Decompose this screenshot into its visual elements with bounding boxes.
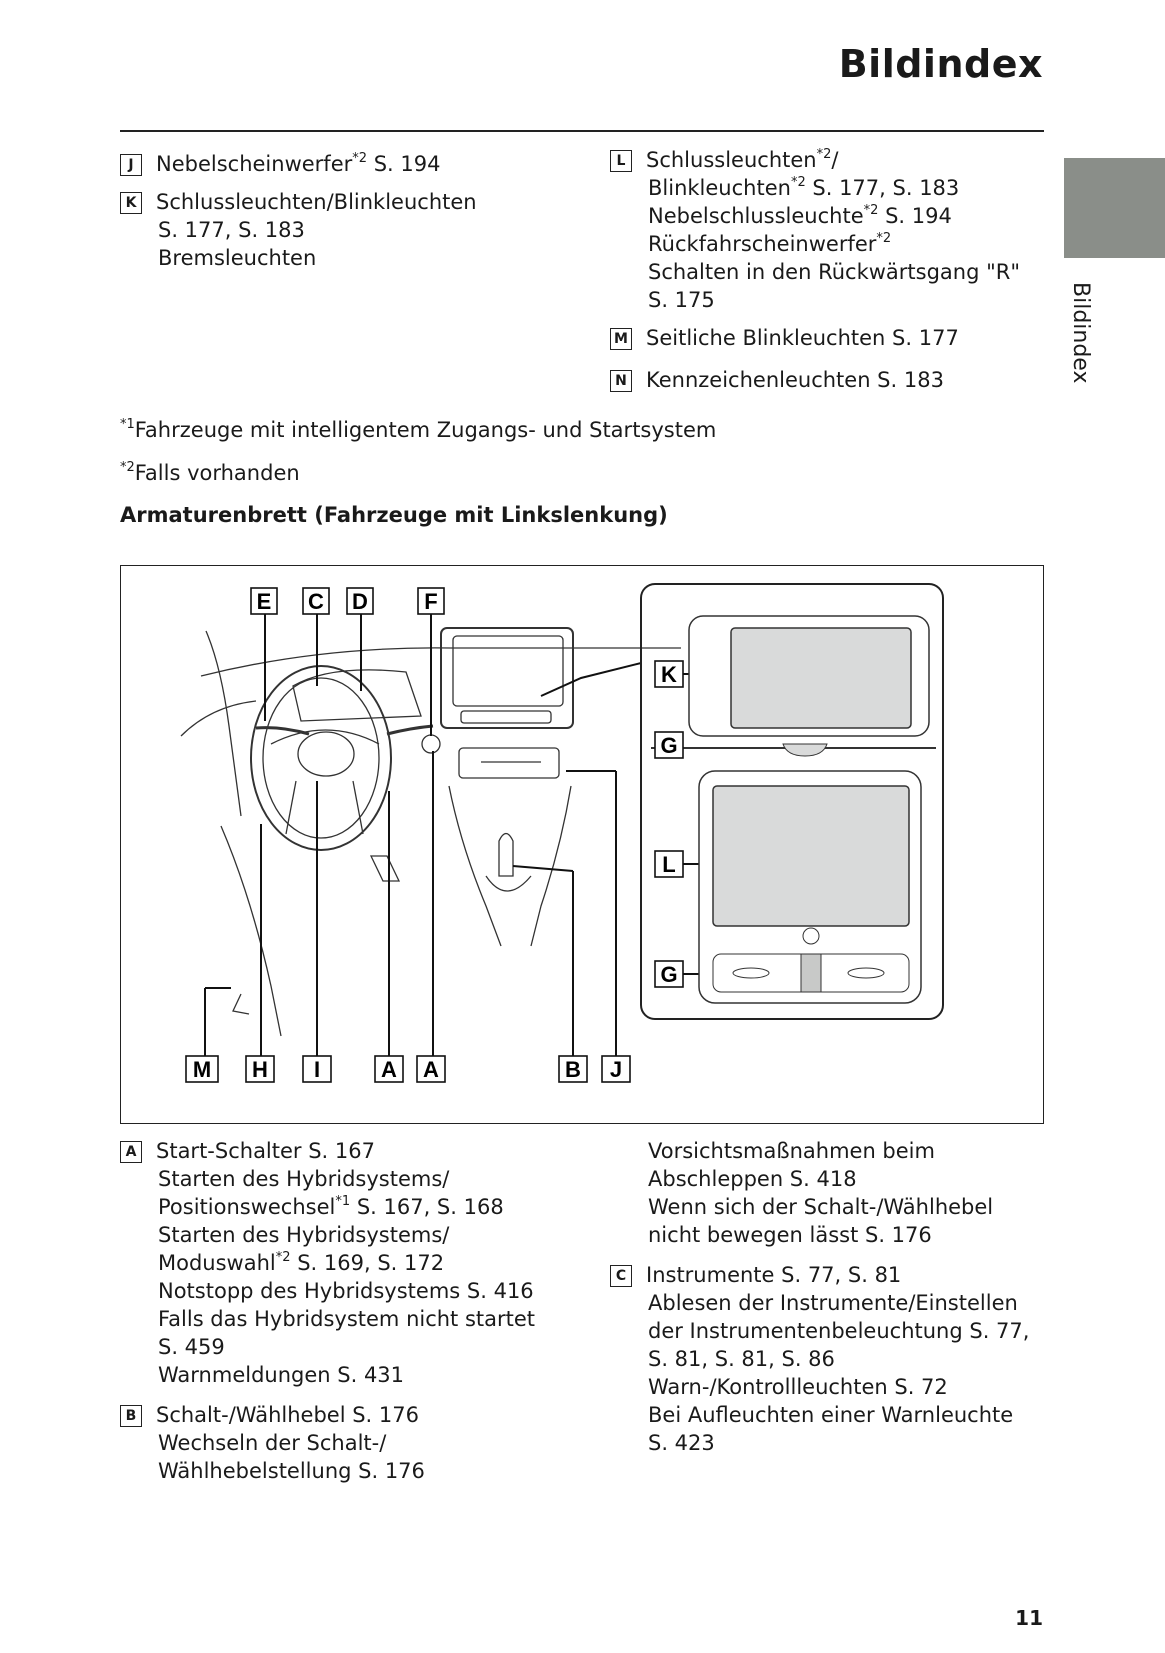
entry-line: Starten des Hybridsystems/ — [158, 1223, 450, 1247]
svg-text:G: G — [660, 962, 677, 987]
entry-M: M Seitliche Blinkleuchten S. 177 — [610, 324, 1050, 352]
svg-text:K: K — [661, 662, 677, 687]
entry-C: C Instrumente S. 77, S. 81 Ablesen der I… — [610, 1261, 1050, 1457]
entry-key: L — [610, 150, 632, 172]
entry-key: K — [120, 192, 142, 214]
svg-text:F: F — [424, 589, 437, 614]
entry-line: Blinkleuchten*2 S. 177, S. 183 — [648, 175, 960, 200]
label-box-D: D — [346, 587, 374, 615]
label-box-E: E — [250, 587, 278, 615]
dashboard-illustration: E C D F M H I A A B J K G L G — [180, 583, 944, 1083]
svg-text:D: D — [352, 589, 368, 614]
label-box-H: H — [245, 1055, 275, 1083]
top-right-entries: L Schlussleuchten*2/ Blinkleuchten*2 S. … — [610, 146, 1050, 394]
svg-text:G: G — [660, 733, 677, 758]
entry-line: S. 423 — [648, 1431, 715, 1455]
entry-line: Falls das Hybridsystem nicht startet — [158, 1307, 536, 1331]
entry-line: Kennzeichenleuchten S. 183 — [646, 368, 944, 392]
top-left-entries: J Nebelscheinwerfer*2 S. 194 K Schlussle… — [120, 150, 590, 272]
entry-line: Schalt-/Wählhebel S. 176 — [156, 1403, 419, 1427]
bottom-left-entries: A Start-Schalter S. 167 Starten des Hybr… — [120, 1137, 590, 1485]
entry-line: Wählhebelstellung S. 176 — [158, 1459, 425, 1483]
entry-line: Bei Aufleuchten einer Warnleuchte — [648, 1403, 1014, 1427]
entry-line: der Instrumentenbeleuchtung S. 77, — [648, 1319, 1030, 1343]
entry-line: Ablesen der Instrumente/Einstellen — [648, 1291, 1018, 1315]
label-box-C: C — [302, 587, 330, 615]
entry-line: Nebelschlussleuchte*2 S. 194 — [648, 203, 952, 228]
entry-line: Abschleppen S. 418 — [648, 1167, 857, 1191]
entry-line: Starten des Hybridsystems/ — [158, 1167, 450, 1191]
svg-text:J: J — [610, 1057, 622, 1082]
svg-text:B: B — [565, 1057, 581, 1082]
entry-key: B — [120, 1405, 142, 1427]
entry-key: M — [610, 328, 632, 350]
svg-text:L: L — [662, 852, 675, 877]
side-tab-marker — [1064, 158, 1165, 258]
svg-text:C: C — [308, 589, 324, 614]
entry-line: Bremsleuchten — [158, 246, 317, 270]
footnote-2: *2Falls vorhanden — [120, 460, 300, 485]
entry-line: Nebelscheinwerfer*2 S. 194 — [156, 151, 441, 176]
svg-text:H: H — [252, 1057, 268, 1082]
entry-line: Warn-/Kontrollleuchten S. 72 — [648, 1375, 948, 1399]
entry-line: Notstopp des Hybridsystems S. 416 — [158, 1279, 534, 1303]
label-box-G-2: G — [654, 960, 684, 988]
entry-line: Schalten in den Rückwärtsgang "R" — [648, 260, 1021, 284]
entry-line: S. 81, S. 81, S. 86 — [648, 1347, 835, 1371]
entry-K: K Schlussleuchten/Blinkleuchten S. 177, … — [120, 188, 590, 272]
entry-line: S. 177, S. 183 — [158, 218, 305, 242]
svg-text:M: M — [193, 1057, 211, 1082]
label-box-A-2: A — [416, 1055, 446, 1083]
label-box-A: A — [374, 1055, 404, 1083]
entry-key: J — [120, 154, 142, 176]
entry-line: S. 175 — [648, 288, 715, 312]
entry-key: C — [610, 1265, 632, 1287]
entry-line: Warnmeldungen S. 431 — [158, 1363, 405, 1387]
entry-key: N — [610, 370, 632, 392]
entry-line: Vorsichtsmaßnahmen beim — [648, 1139, 935, 1163]
label-box-L: L — [654, 850, 684, 878]
side-section-label: Bildindex — [1068, 282, 1093, 384]
label-box-J: J — [601, 1055, 631, 1083]
figure-label-group: E C D F M H I A A B J K G L G — [185, 587, 684, 1083]
entry-L: L Schlussleuchten*2/ Blinkleuchten*2 S. … — [610, 146, 1050, 314]
entry-line: Seitliche Blinkleuchten S. 177 — [646, 326, 959, 350]
entry-line: Instrumente S. 77, S. 81 — [646, 1263, 902, 1287]
entry-line: Schlussleuchten*2/ — [646, 147, 839, 172]
label-box-B: B — [558, 1055, 588, 1083]
label-box-G: G — [654, 731, 684, 759]
entry-line: nicht bewegen lässt S. 176 — [648, 1223, 932, 1247]
header-rule — [120, 130, 1044, 132]
svg-text:A: A — [381, 1057, 397, 1082]
entry-B-continued: Vorsichtsmaßnahmen beim Abschleppen S. 4… — [610, 1137, 1050, 1249]
svg-text:A: A — [423, 1057, 439, 1082]
dashboard-figure: E C D F M H I A A B J K G L G — [120, 565, 1044, 1124]
entry-line: Start-Schalter S. 167 — [156, 1139, 375, 1163]
entry-A: A Start-Schalter S. 167 Starten des Hybr… — [120, 1137, 590, 1389]
entry-line: Moduswahl*2 S. 169, S. 172 — [158, 1250, 445, 1275]
page-title: Bildindex — [838, 42, 1043, 86]
label-box-F: F — [417, 587, 445, 615]
entry-line: Positionswechsel*1 S. 167, S. 168 — [158, 1194, 504, 1219]
page-number: 11 — [1015, 1606, 1043, 1630]
bottom-right-entries: Vorsichtsmaßnahmen beim Abschleppen S. 4… — [610, 1137, 1050, 1457]
entry-N: N Kennzeichenleuchten S. 183 — [610, 366, 1050, 394]
section-title: Armaturenbrett (Fahrzeuge mit Linkslenku… — [120, 503, 668, 527]
entry-line: Schlussleuchten/Blinkleuchten — [156, 190, 477, 214]
svg-text:I: I — [314, 1057, 320, 1082]
label-box-K: K — [654, 660, 684, 688]
footnote-1: *1Fahrzeuge mit intelligentem Zugangs- u… — [120, 417, 717, 442]
entry-B: B Schalt-/Wählhebel S. 176 Wechseln der … — [120, 1401, 590, 1485]
entry-line: Wechseln der Schalt-/ — [158, 1431, 387, 1455]
svg-text:E: E — [257, 589, 272, 614]
entry-J: J Nebelscheinwerfer*2 S. 194 — [120, 150, 590, 178]
entry-key: A — [120, 1141, 142, 1163]
entry-line: Rückfahrscheinwerfer*2 — [648, 231, 892, 256]
label-box-I: I — [302, 1055, 332, 1083]
entry-line: S. 459 — [158, 1335, 225, 1359]
entry-line: Wenn sich der Schalt-/Wählhebel — [648, 1195, 994, 1219]
label-box-M: M — [185, 1055, 219, 1083]
